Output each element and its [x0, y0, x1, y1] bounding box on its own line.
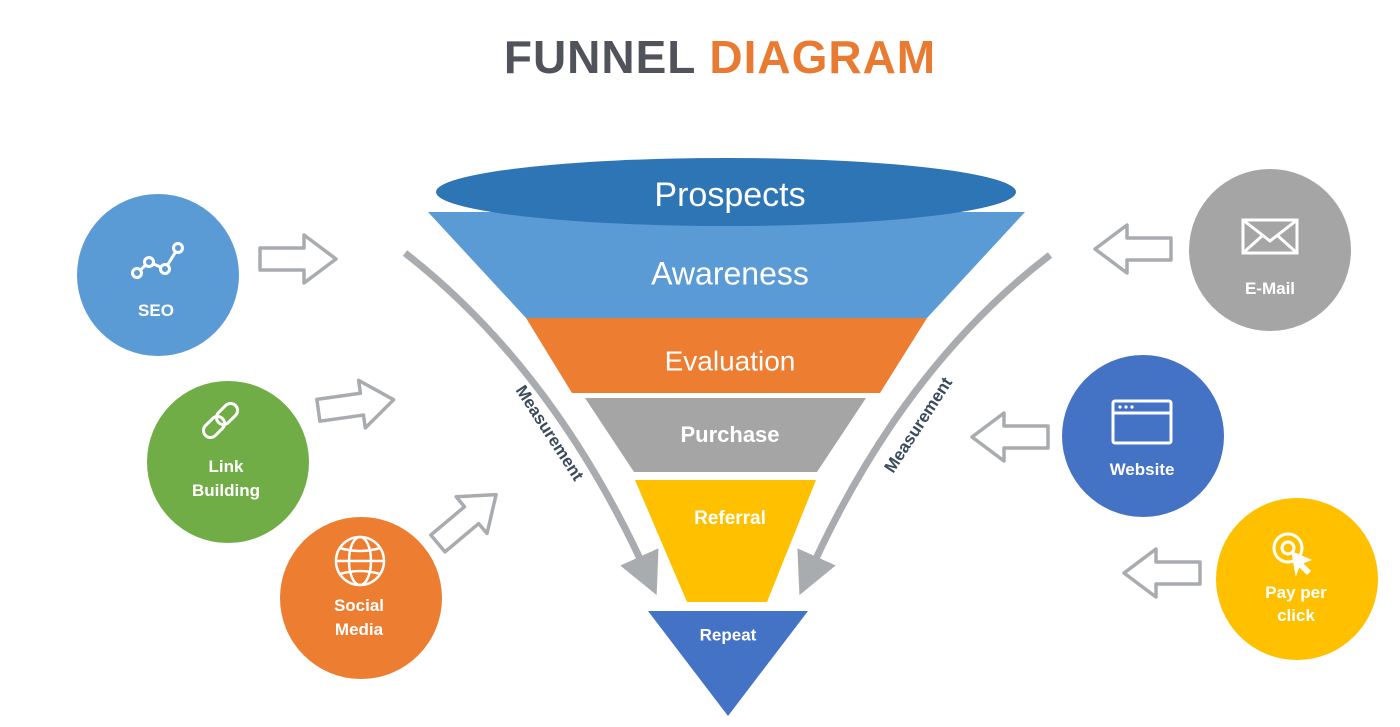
- browser-window-icon: [1111, 399, 1173, 445]
- stage-label-repeat: Repeat: [700, 625, 757, 644]
- arrow-social-media-in: [429, 492, 498, 554]
- seo-chart-icon: [131, 242, 184, 279]
- link-building-label-line1: Link: [209, 457, 244, 476]
- source-seo: SEO: [77, 194, 239, 356]
- link-icon: [201, 401, 240, 440]
- link-building-circle: [147, 381, 309, 543]
- funnel: Prospects Awareness Evaluation Purchase …: [428, 158, 1025, 716]
- funnel-stage-referral: [635, 480, 816, 602]
- click-target-icon: [1272, 532, 1312, 577]
- seo-circle: [77, 194, 239, 356]
- source-social-media: Social Media: [280, 517, 442, 679]
- arrow-email-in: [1093, 223, 1173, 275]
- stage-label-prospects: Prospects: [654, 176, 805, 214]
- arrow-link-building-in: [315, 378, 396, 430]
- source-link-building: Link Building: [147, 381, 309, 543]
- globe-icon: [334, 535, 386, 587]
- email-label: E-Mail: [1245, 279, 1295, 298]
- measurement-arrow-right: [797, 252, 1053, 596]
- pay-per-click-label-line1: Pay per: [1265, 583, 1327, 602]
- title-part-funnel: FUNNEL: [503, 31, 696, 83]
- measurement-label-left: Measurement: [512, 382, 588, 485]
- seo-label: SEO: [138, 301, 174, 320]
- input-arrows: [258, 223, 1202, 599]
- funnel-stage-purchase: [585, 398, 866, 472]
- diagram-title: FUNNEL DIAGRAM: [0, 30, 1400, 84]
- stage-label-evaluation: Evaluation: [665, 345, 796, 376]
- stage-label-referral: Referral: [694, 508, 766, 529]
- website-circle: [1062, 355, 1224, 517]
- envelope-icon: [1241, 218, 1299, 255]
- social-media-circle: [280, 517, 442, 679]
- website-label: Website: [1110, 460, 1175, 479]
- arrow-seo-in: [258, 233, 338, 285]
- social-media-label-line2: Media: [335, 620, 384, 639]
- email-circle: [1189, 169, 1351, 331]
- social-media-label-line1: Social: [334, 596, 384, 615]
- source-website: Website: [1062, 355, 1224, 517]
- source-email: E-Mail: [1189, 169, 1351, 331]
- funnel-stage-awareness: [428, 212, 1025, 318]
- stage-label-purchase: Purchase: [680, 422, 779, 447]
- funnel-stage-prospects: [436, 158, 1016, 226]
- pay-per-click-circle: [1216, 498, 1378, 660]
- measurement-arrow-left: [402, 250, 659, 596]
- funnel-stage-evaluation: [526, 318, 927, 393]
- arrow-website-in: [970, 411, 1050, 463]
- funnel-stage-repeat: [648, 611, 808, 716]
- link-building-label-line2: Building: [192, 481, 260, 500]
- arrow-pay-per-click-in: [1122, 547, 1202, 599]
- title-part-diagram: DIAGRAM: [709, 31, 937, 83]
- source-pay-per-click: Pay per click: [1216, 498, 1378, 660]
- stage-label-awareness: Awareness: [651, 255, 809, 291]
- pay-per-click-label-line2: click: [1277, 606, 1315, 625]
